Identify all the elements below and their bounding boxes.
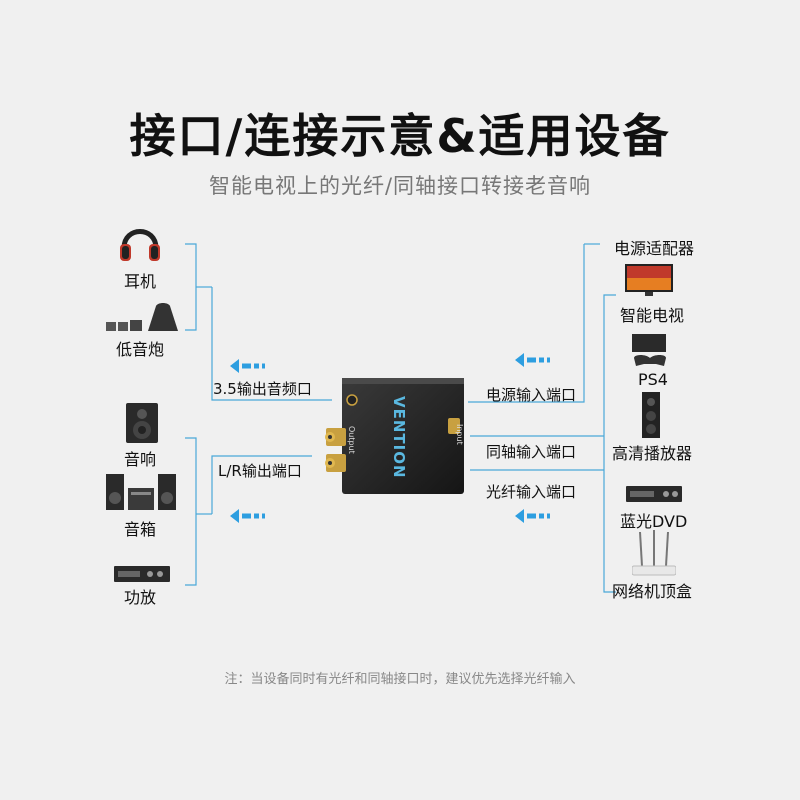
converter-brand-area: VENTION [386,380,416,490]
device-label-power-adapter: 电源适配器 [614,239,695,258]
arrow-left-2 [230,509,265,523]
speaker-icon [126,403,158,443]
device-label-stereo: 音箱 [124,520,157,539]
device-label-set-top-box: 网络机顶盒 [612,582,693,601]
bluray-player-icon [626,486,682,502]
device-label-amplifier: 功放 [124,588,157,607]
left-top-branch [211,287,332,401]
game-console-icon [632,334,666,366]
arrow-right-2 [515,509,550,523]
port-label-optical-in: 光纤输入端口 [486,483,577,501]
device-label-bluray: 蓝光DVD [620,512,688,531]
port-label-lr-out: L/R输出端口 [218,462,302,480]
left-top-bracket [185,243,197,331]
page-subtitle: 智能电视上的光纤/同轴接口转接老音响 [208,174,592,198]
device-label-ps4: PS4 [638,370,668,389]
port-label-coax-in: 同轴输入端口 [486,443,577,461]
page-title: 接口/连接示意&适用设备 [129,109,671,163]
subwoofer-icon [106,303,178,331]
left-bottom-branch [211,455,312,514]
port-label-power-in: 电源输入端口 [486,386,577,404]
right-bracket [603,294,616,593]
smart-tv-icon [625,264,673,296]
converter-input-label: Input [455,424,464,445]
device-label-headphones: 耳机 [124,272,157,291]
device-label-smart-tv: 智能电视 [620,306,685,325]
footnote: 注：当设备同时有光纤和同轴接口时，建议优先选择光纤输入 [224,672,576,687]
device-label-speaker: 音响 [124,450,157,469]
amplifier-icon [114,566,170,582]
stereo-system-icon [106,474,176,510]
converter-brand-logo: VENTION [390,396,408,479]
port-label-35-out: 3.5输出音频口 [213,380,312,398]
router-icon [632,530,676,576]
arrow-left-1 [230,359,265,373]
right-power-line [468,244,585,403]
converter-output-label: Output [347,426,356,454]
arrow-right-1 [515,353,550,367]
headphones-icon [120,229,160,261]
device-label-hd-player: 高清播放器 [612,444,693,463]
arrow-group [230,353,550,523]
tower-speaker-icon [642,392,660,438]
converter-box [325,378,464,494]
device-label-subwoofer: 低音炮 [116,340,165,359]
left-bottom-bracket [185,437,197,586]
